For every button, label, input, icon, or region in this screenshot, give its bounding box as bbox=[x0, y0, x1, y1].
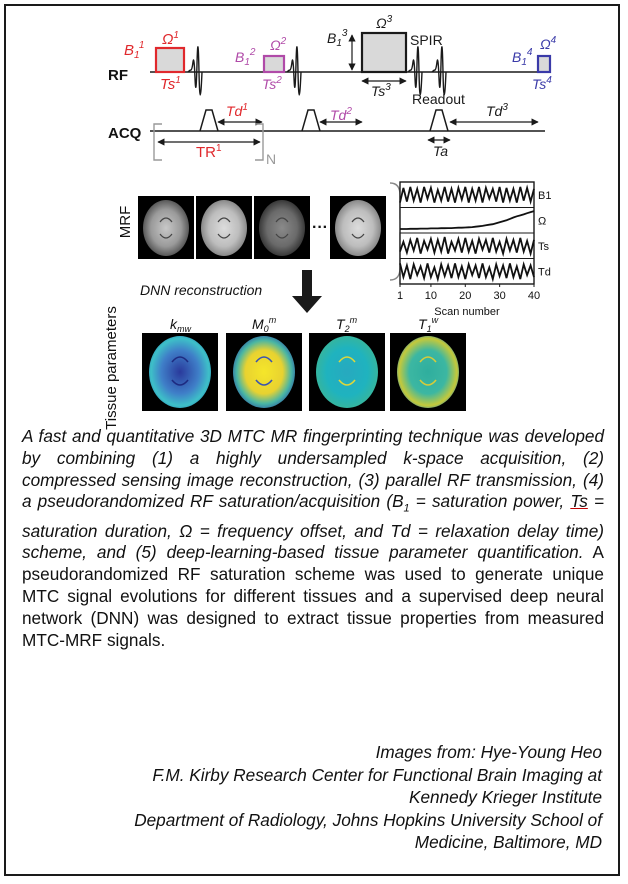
td-label-1: Td1 bbox=[226, 102, 248, 119]
series-label-2: Ts bbox=[538, 241, 550, 253]
rf-row-label: RF bbox=[108, 67, 128, 84]
credit-line-4: Department of Radiology, Johns Hopkins U… bbox=[134, 809, 602, 830]
excitation-pulse-1 bbox=[187, 46, 203, 96]
excitation-pulse-3 bbox=[431, 46, 447, 96]
pulse-1-ts-label: Ts1 bbox=[160, 75, 181, 93]
x-tick-label-2: 20 bbox=[459, 290, 471, 302]
figure-diagram: RF ACQ B11 Ω1 Ts1 B12 Ω2 Ts2 B13 Ω3 Ts3 … bbox=[103, 14, 557, 430]
pulse-1-omega-label: Ω1 bbox=[162, 30, 179, 48]
readout-block-3 bbox=[429, 109, 449, 132]
acq-row-label: ACQ bbox=[108, 125, 142, 142]
series-label-3: Td bbox=[538, 266, 551, 278]
mrf-label: MRF bbox=[117, 206, 134, 239]
tissue-maps-row: Tissue parameters kmw M0m T2m T1w bbox=[103, 306, 466, 430]
credit-line-3: Kennedy Krieger Institute bbox=[409, 787, 602, 807]
mrf-brain-3 bbox=[259, 200, 305, 256]
kmw-brain bbox=[149, 336, 211, 408]
credit-line-2: F.M. Kirby Research Center for Functiona… bbox=[152, 764, 602, 785]
x-tick-label-3: 30 bbox=[494, 290, 506, 302]
pulse-3-b1-label: B13 bbox=[327, 28, 348, 49]
series-label-1: Ω bbox=[538, 215, 546, 227]
dnn-arrow bbox=[292, 270, 322, 313]
saturation-pulse-2 bbox=[262, 54, 286, 74]
repeat-bracket-right bbox=[255, 123, 264, 161]
spir-label: SPIR bbox=[410, 32, 443, 48]
sequence-diagram: RF ACQ B11 Ω1 Ts1 B12 Ω2 Ts2 B13 Ω3 Ts3 … bbox=[108, 14, 557, 167]
dnn-label: DNN reconstruction bbox=[140, 282, 262, 298]
t2m-brain bbox=[316, 336, 378, 408]
x-tick-label-4: 40 bbox=[528, 290, 540, 302]
figure-caption: A fast and quantitative 3D MTC MR finger… bbox=[22, 426, 604, 651]
m0m-brain bbox=[233, 336, 295, 408]
readout-label: Readout bbox=[412, 91, 465, 107]
x-tick-label-0: 1 bbox=[397, 290, 403, 302]
pulse-2-omega-label: Ω2 bbox=[270, 36, 287, 53]
series-line-3 bbox=[399, 260, 535, 283]
excitation-pulse-2 bbox=[286, 46, 302, 96]
pulse-1-b1-label: B11 bbox=[124, 40, 144, 61]
pulse-3-ts-label: Ts3 bbox=[371, 82, 391, 99]
figure-frame bbox=[4, 4, 620, 876]
x-tick-label-1: 10 bbox=[425, 290, 437, 302]
pulse-4-omega-label: Ω4 bbox=[540, 35, 557, 52]
ta-label: Ta bbox=[433, 143, 448, 159]
mrf-brain-4 bbox=[335, 200, 381, 256]
td-label-2: Td2 bbox=[330, 106, 352, 123]
readout-block-1 bbox=[199, 109, 219, 132]
pulse-4-ts-label: Ts4 bbox=[532, 75, 552, 92]
td-label-3: Td3 bbox=[486, 102, 508, 119]
t1w-map-label: T1w bbox=[418, 315, 439, 334]
tissue-label: Tissue parameters bbox=[103, 306, 120, 430]
repeat-bracket-left bbox=[153, 123, 162, 161]
x-axis-label: Scan number bbox=[434, 306, 500, 318]
spir-pulse bbox=[407, 46, 423, 96]
saturation-pulse-3 bbox=[360, 31, 408, 74]
credit-line-1: Images from: Hye-Young Heo bbox=[375, 742, 602, 762]
credit-line-5: Medicine, Baltimore, MD bbox=[414, 832, 602, 852]
mrf-image-row: MRF ··· bbox=[117, 182, 409, 281]
readout-block-2 bbox=[301, 109, 321, 132]
repeat-count-label: N bbox=[266, 151, 276, 167]
pulse-2-ts-label: Ts2 bbox=[262, 75, 282, 92]
t1w-brain bbox=[397, 336, 459, 408]
series-line-1 bbox=[400, 210, 535, 230]
caption-summary: A fast and quantitative 3D MTC MR finger… bbox=[22, 426, 605, 563]
kmw-map-label: kmw bbox=[170, 316, 191, 334]
saturation-pulse-4 bbox=[536, 54, 552, 74]
pulse-4-b1-label: B14 bbox=[512, 47, 533, 68]
tr-label: TR1 bbox=[196, 143, 222, 161]
series-line-2 bbox=[399, 235, 535, 258]
series-line-0 bbox=[399, 184, 535, 206]
series-label-0: B1 bbox=[538, 190, 551, 202]
saturation-pulse-1 bbox=[154, 46, 186, 74]
pulse-2-b1-label: B12 bbox=[235, 47, 256, 68]
t2m-map-label: T2m bbox=[336, 315, 358, 334]
mrf-brain-2 bbox=[201, 200, 247, 256]
mrf-brain-1 bbox=[143, 200, 189, 256]
dnn-arrow-group: DNN reconstruction bbox=[140, 270, 322, 313]
image-credits: Images from: Hye-Young Heo F.M. Kirby Re… bbox=[12, 741, 602, 854]
caption-detail: A pseudorandomized RF saturation scheme … bbox=[22, 542, 604, 650]
map-ventricles bbox=[171, 356, 437, 386]
mrf-ellipsis: ··· bbox=[312, 219, 328, 236]
m0m-map-label: M0m bbox=[252, 315, 277, 334]
mrf-ventricles bbox=[159, 217, 365, 239]
pulse-3-omega-label: Ω3 bbox=[376, 14, 393, 31]
